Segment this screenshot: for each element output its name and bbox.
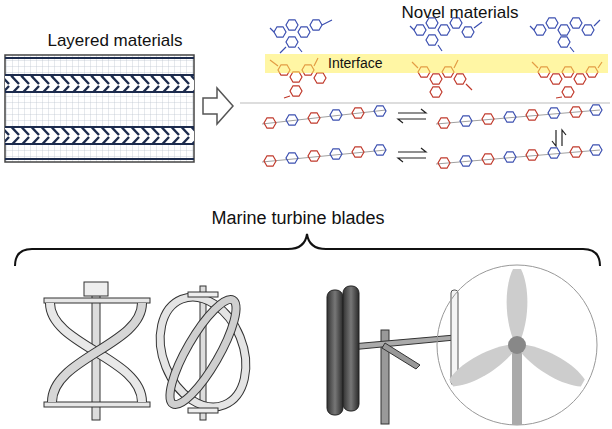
block-arrow [203, 88, 233, 124]
h-type-turbine [327, 286, 458, 424]
spherical-turbine [145, 284, 262, 420]
helical-turbine [44, 282, 150, 420]
layered-material [5, 55, 194, 162]
heading-label: Marine turbine blades [211, 208, 384, 230]
horizontal-axis-turbine [437, 265, 597, 425]
molecular-chains [262, 105, 602, 168]
curly-bracket [15, 234, 600, 266]
heading-label: Layered materials [47, 31, 182, 51]
interface-band: Interface [265, 54, 608, 73]
band-label: Interface [328, 54, 382, 73]
panel-divider [240, 103, 610, 104]
heading-label: Novel materials [401, 3, 518, 23]
